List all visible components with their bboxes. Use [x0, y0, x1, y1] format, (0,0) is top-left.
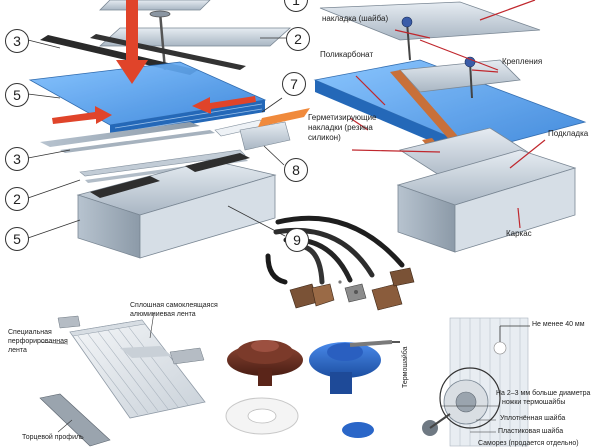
label-solid-tape-1: Сплошная самоклеящаяся — [130, 302, 218, 309]
label-screw: Саморез (продается отдельно) — [478, 440, 579, 447]
label-min-distance: Не менее 40 мм — [532, 321, 585, 328]
callout-8: 8 — [284, 158, 308, 182]
label-sealing-1: Герметизирующие — [308, 113, 377, 122]
callout-9: 9 — [285, 228, 309, 252]
washer-strip — [319, 1, 541, 41]
part-8 — [239, 121, 291, 151]
label-perforated-1: Специальная — [8, 329, 52, 336]
right-polycarbonate — [313, 59, 587, 151]
label-end-profile: Торцевой профиль — [22, 434, 84, 441]
right-assembly — [313, 0, 587, 253]
label-diameter-1: На 2–3 мм больше диаметра — [496, 390, 591, 397]
label-seal-washer: Уплотнённая шайба — [500, 415, 566, 422]
tape-roll-2 — [169, 347, 205, 365]
brackets — [289, 267, 415, 311]
mounting-detail — [422, 317, 530, 447]
sealing-strip — [390, 70, 470, 152]
label-thermo-washer: Термошайба — [402, 346, 409, 388]
end-profile — [39, 393, 111, 447]
label-washer-cover: накладка (шайба) — [322, 14, 389, 23]
thermo-washers — [225, 340, 400, 438]
label-underlay: Подкладка — [548, 129, 589, 138]
callout-4: 5 — [5, 83, 29, 107]
tape-roll — [57, 315, 81, 329]
top-plate — [99, 0, 211, 11]
lower-seal — [40, 122, 200, 147]
sheet-with-tapes — [39, 311, 206, 447]
arched-profiles — [265, 215, 405, 285]
callout-5: 5 — [5, 227, 29, 251]
callout-2-bottom: 2 — [5, 187, 29, 211]
label-solid-tape-2: алюминиевая лента — [130, 311, 196, 318]
callout-3-top: 3 — [5, 29, 29, 53]
label-plastic-washer: Пластиковая шайба — [498, 428, 564, 435]
callout-2-top: 2 — [286, 27, 310, 51]
left-assembly — [27, 0, 310, 259]
arrow-right — [52, 106, 112, 124]
arrow-down — [116, 0, 148, 84]
callout-3-bottom: 3 — [5, 147, 29, 171]
label-frame: Каркас — [506, 229, 532, 238]
label-perforated-3: лента — [8, 347, 27, 354]
arrow-left — [192, 96, 256, 114]
callout-7: 7 — [282, 72, 306, 96]
label-polycarbonate: Поликарбонат — [320, 50, 374, 59]
label-perforated-2: перфорированная — [8, 338, 68, 345]
label-fasteners: Крепления — [502, 57, 543, 66]
label-sealing-3: силикон) — [308, 133, 341, 142]
label-sealing-2: накладки (резина — [308, 123, 373, 132]
label-diameter-2: ножки термошайбы — [502, 399, 566, 406]
